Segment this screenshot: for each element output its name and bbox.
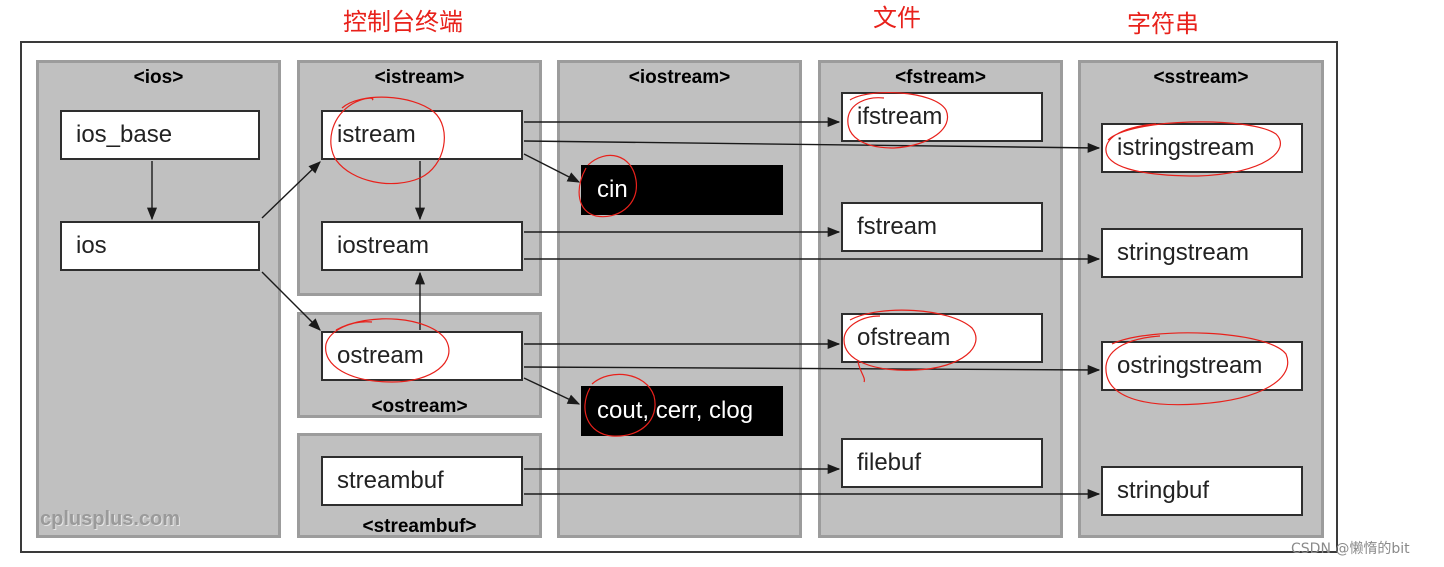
class-box-streambuf: streambuf [321,456,523,506]
class-label: fstream [857,213,938,240]
class-box-ifstream: ifstream [841,92,1043,142]
class-box-filebuf: filebuf [841,438,1043,488]
class-label: streambuf [337,467,444,494]
class-label: stringbuf [1117,477,1210,504]
clipped-top-text: ▪ · · · · · · · · · · · · · · · · · · · … [52,0,592,4]
class-label: istream [337,121,416,148]
class-label: ostream [337,342,424,369]
object-label: cout, cerr, clog [597,397,754,424]
panel-title-istream: <istream> [374,67,465,88]
panel-iostream: <iostream> [557,60,802,538]
class-label: iostream [337,232,430,259]
class-box-stringbuf: stringbuf [1101,466,1303,516]
panel-title-streambuf: <streambuf> [362,516,477,537]
annotation-string: 字符串 [1127,10,1199,38]
class-box-stringstream: stringstream [1101,228,1303,278]
class-label: stringstream [1117,239,1250,266]
panel-title-ostream: <ostream> [371,396,468,417]
class-box-iostream: iostream [321,221,523,271]
object-label: cin [597,176,628,203]
class-label: ifstream [857,103,943,130]
csdn-credit: CSDN @懒惰的bit [1291,541,1410,557]
class-label: ofstream [857,324,951,351]
class-box-ios: ios [60,221,260,271]
class-box-ios-base: ios_base [60,110,260,160]
annotation-file: 文件 [873,4,921,32]
annotation-console: 控制台终端 [343,8,463,36]
panel-title-sstream: <sstream> [1153,67,1249,88]
panel-title-fstream: <fstream> [895,67,986,88]
class-box-ostringstream: ostringstream [1101,341,1303,391]
class-box-ofstream: ofstream [841,313,1043,363]
object-cin: cin [581,165,783,215]
class-label: ostringstream [1117,352,1263,379]
class-box-fstream: fstream [841,202,1043,252]
class-box-istream: istream [321,110,523,160]
class-label: filebuf [857,449,922,476]
object-cout-cerr-clog: cout, cerr, clog [581,386,783,436]
panel-title-iostream: <iostream> [628,67,731,88]
class-label: ios_base [76,121,173,148]
cplusplus-watermark: cplusplus.com [40,508,181,530]
class-label: ios [76,232,107,259]
class-box-ostream: ostream [321,331,523,381]
class-box-istringstream: istringstream [1101,123,1303,173]
class-label: istringstream [1117,134,1255,161]
panel-title-ios: <ios> [133,67,184,88]
